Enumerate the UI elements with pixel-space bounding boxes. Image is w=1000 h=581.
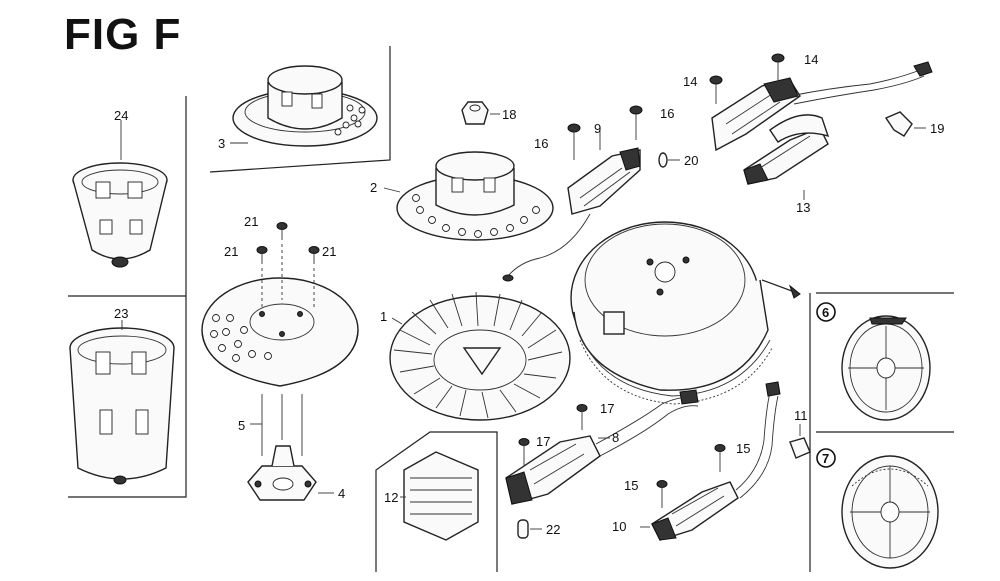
callout-18: 18 <box>502 107 516 122</box>
part-21-screw-top <box>276 222 288 300</box>
part-3-rotor-cup <box>230 65 378 147</box>
callout-17-top: 17 <box>600 401 614 416</box>
part-11-block <box>789 424 811 459</box>
part-16-screw-right <box>629 105 643 140</box>
callout-23: 23 <box>114 306 128 321</box>
part-17-screw-left <box>518 438 530 466</box>
callout-6: 6 <box>822 305 829 320</box>
frame-lines <box>68 46 954 572</box>
part-15-screw-right <box>714 444 726 472</box>
callout-3: 3 <box>218 136 225 151</box>
part-21-screw-right <box>308 246 320 308</box>
part-2-rotor-plate <box>383 151 554 241</box>
callout-5: 5 <box>238 418 245 433</box>
part-4-hub <box>247 445 334 501</box>
part-15-screw-left <box>656 480 668 508</box>
callout-21-left: 21 <box>224 244 238 259</box>
callout-17-left: 17 <box>536 434 550 449</box>
callout-22: 22 <box>546 522 560 537</box>
callout-13: 13 <box>796 200 810 215</box>
part-17-screw-top <box>576 404 588 430</box>
callout-19: 19 <box>930 121 944 136</box>
part-20-pin <box>658 152 680 168</box>
flywheel <box>570 221 801 405</box>
callout-11: 11 <box>794 408 808 423</box>
callout-15-right: 15 <box>736 441 750 456</box>
figure-title: FIG F <box>64 10 182 59</box>
part-7-ring-gear <box>841 455 939 569</box>
part-19-clip <box>884 111 926 137</box>
callout-21-right: 21 <box>322 244 336 259</box>
circled-callouts: 6 7 <box>816 302 836 468</box>
part-10-coil <box>502 126 641 282</box>
part-16-screw-left <box>567 123 581 160</box>
callout-16-right: 16 <box>660 106 674 121</box>
callout-labels: 24 23 3 18 2 16 9 16 20 14 14 19 13 21 2… <box>114 52 944 537</box>
part-22-pin <box>517 519 542 539</box>
callout-15-left: 15 <box>624 478 638 493</box>
part-6-ring-gear <box>841 315 931 421</box>
part-18-nut <box>461 101 500 125</box>
part-23-sleeve <box>69 320 175 485</box>
callout-24: 24 <box>114 108 128 123</box>
callout-2: 2 <box>370 180 377 195</box>
callout-7: 7 <box>822 451 829 466</box>
part-1-fan <box>389 291 571 421</box>
part-13-charge-coil <box>711 61 933 200</box>
part-5-base-plate <box>201 277 359 456</box>
callout-20: 20 <box>684 153 698 168</box>
part-14-screw-left <box>709 75 723 104</box>
part-24-cup <box>72 120 168 268</box>
part-9-coil <box>640 381 781 541</box>
part-8-coil <box>505 389 699 505</box>
part-21-screw-left <box>256 246 268 308</box>
callout-4: 4 <box>338 486 345 501</box>
part-12-regulator <box>400 451 479 541</box>
callout-16-left: 16 <box>534 136 548 151</box>
callout-1: 1 <box>380 309 387 324</box>
callout-9: 10 <box>612 519 626 534</box>
callout-10: 9 <box>594 121 601 136</box>
callout-21-top: 21 <box>244 214 258 229</box>
callout-14-right: 14 <box>804 52 818 67</box>
callout-14-left: 14 <box>683 74 697 89</box>
callout-12: 12 <box>384 490 398 505</box>
part-14-screw-right <box>771 53 785 82</box>
callout-8: 8 <box>612 430 619 445</box>
